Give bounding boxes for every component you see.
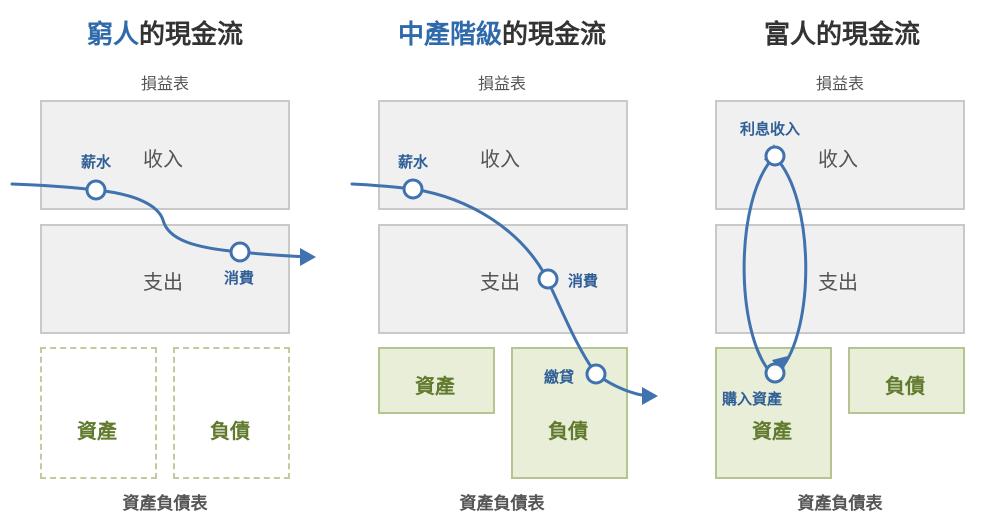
panel-2-liability-label: 負債: [548, 419, 588, 443]
panel-2-income-statement-label: 損益表: [477, 74, 526, 93]
panel-1-income-box: [40, 100, 290, 210]
panel-2-flow-label-spending: 消費: [568, 272, 599, 290]
panel-3-balance-sheet-label: 資產負債表: [797, 494, 883, 514]
panel-3-asset-label: 資產: [752, 419, 792, 443]
panel-2-node-salary: [402, 178, 424, 200]
panel-1-liability-box: [173, 347, 290, 479]
panel-2-flow-label-salary: 薪水: [398, 153, 429, 171]
panel-3-expense-label: 支出: [818, 270, 858, 294]
panel-1-liability-label: 負債: [210, 419, 250, 443]
panel-2-balance-sheet-label: 資產負債表: [459, 494, 545, 514]
panel-2-liability-box: [511, 347, 628, 479]
panel-2-income-label: 收入: [480, 147, 520, 171]
panel-2-flow-label-loan: 繳貸: [544, 368, 575, 386]
panel-1-node-salary: [85, 179, 107, 201]
panel-3-expense-box: [715, 224, 965, 334]
panel-1-asset-label: 資產: [77, 419, 117, 443]
panel-1-node-spending: [229, 241, 251, 263]
panel-1-income-statement-label: 損益表: [140, 74, 189, 93]
panel-3-liability-label: 負債: [885, 374, 925, 398]
panel-2-expense-label: 支出: [480, 270, 520, 294]
panel-1-flow-label-spending: 消費: [224, 269, 255, 287]
panel-3-liability-box: [848, 347, 965, 414]
panel-3-loop-left: [742, 156, 775, 374]
panel-3-flow-label-interest: 利息收入: [740, 120, 801, 138]
panel-3-title-rest: 富人的現金流: [763, 20, 920, 50]
panel-3-title: 富人的現金流: [742, 14, 942, 51]
panel-1-title: 窮人的現金流: [70, 14, 260, 51]
panel-2-asset-box: [378, 347, 495, 414]
panel-1-asset-box: [40, 347, 157, 479]
panel-1-arrowhead: [300, 248, 316, 266]
panel-3-loop-right: [774, 156, 808, 372]
panel-1-income-label: 收入: [143, 147, 183, 171]
panel-3-flow-label-buy-assets: 購入資產: [722, 390, 783, 408]
panel-3-income-statement-label: 損益表: [815, 74, 864, 93]
panel-1-flow-label-salary: 薪水: [81, 153, 112, 171]
panel-1-flow-line: [10, 182, 312, 259]
panel-2-asset-label: 資產: [415, 374, 455, 398]
panel-2-arrowhead: [642, 387, 658, 405]
panel-2-title-rest: 的現金流: [502, 20, 607, 50]
panel-1-balance-sheet-label: 資產負債表: [122, 494, 208, 514]
panel-3-node-buy-assets: [764, 362, 786, 384]
panel-1-expense-label: 支出: [143, 270, 183, 294]
panel-2-expense-box: [378, 224, 628, 334]
panel-3-node-interest: [764, 145, 786, 167]
panel-1-title-highlight: 窮人: [86, 20, 139, 50]
panel-2-flow-line: [350, 182, 652, 398]
panel-2-title-highlight: 中產階級: [397, 20, 502, 50]
panel-1-title-rest: 的現金流: [139, 20, 244, 50]
panel-3-income-label: 收入: [818, 147, 858, 171]
panel-2-title: 中產階級的現金流: [382, 14, 622, 51]
panel-2-node-loan: [585, 363, 607, 385]
panel-2-node-spending: [537, 268, 559, 290]
panel-3-income-box: [715, 100, 965, 210]
